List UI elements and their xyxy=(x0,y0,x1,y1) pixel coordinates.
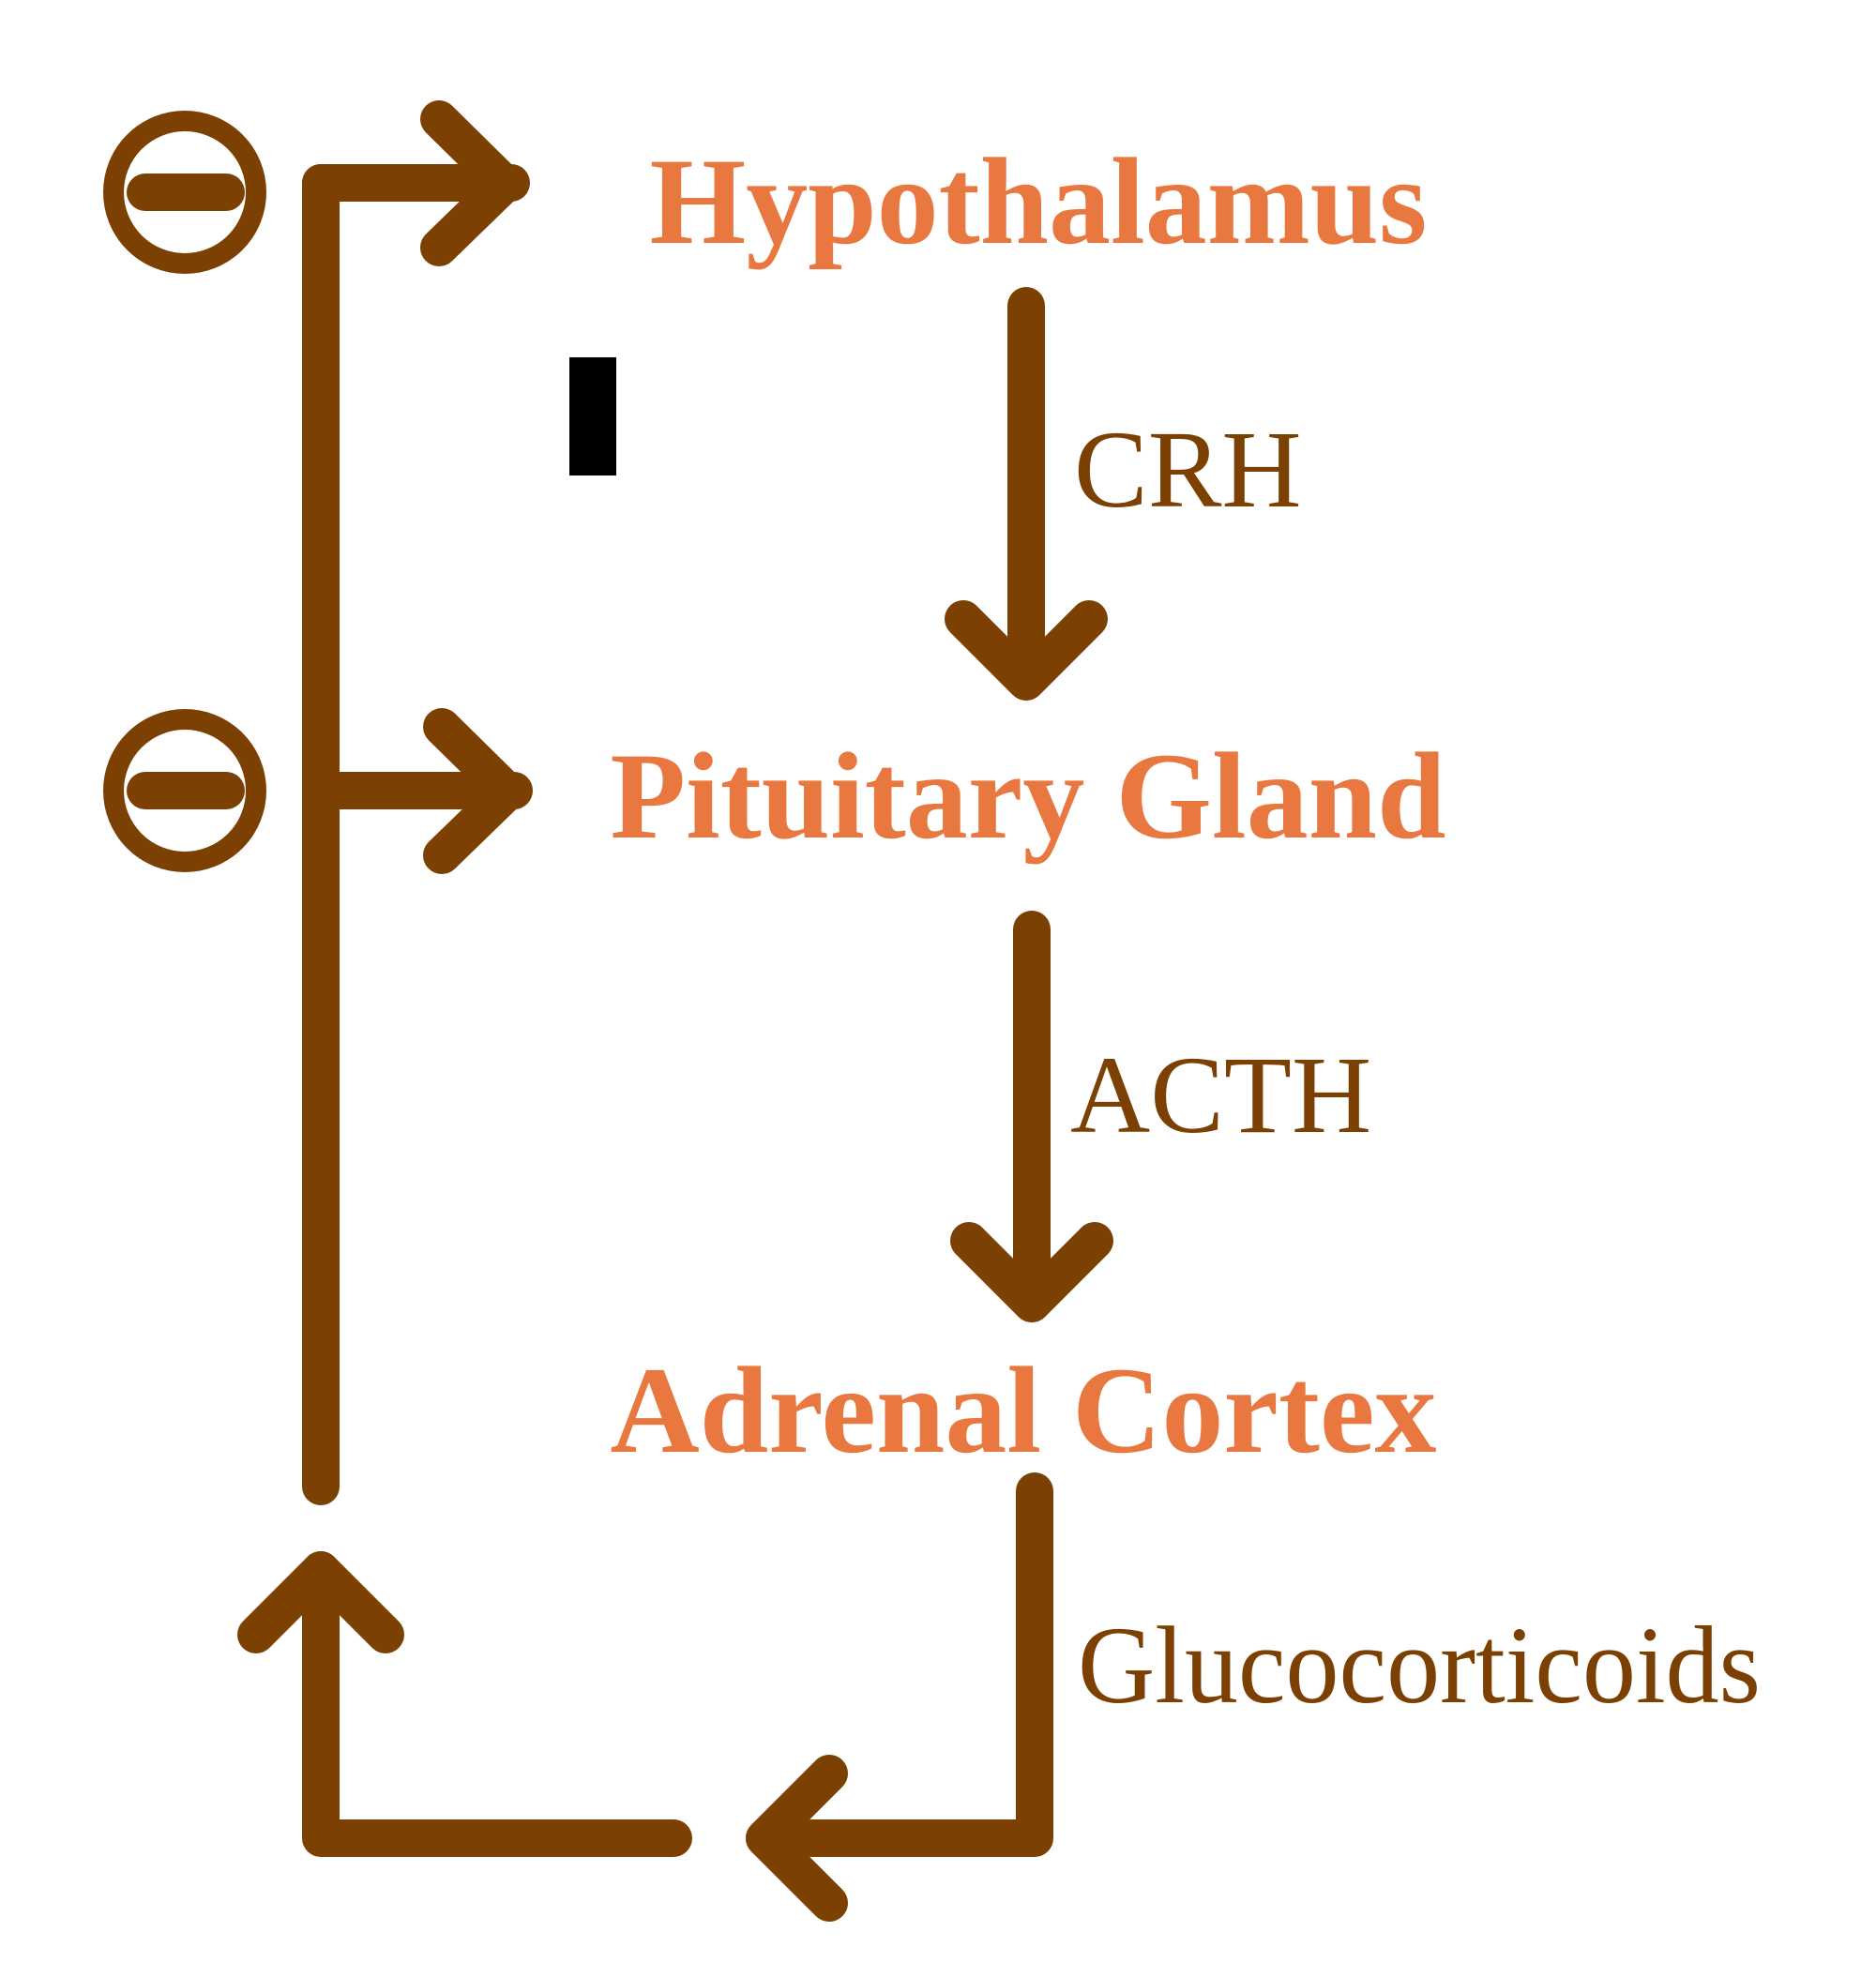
inhibition-icon xyxy=(103,111,266,274)
acth-label: ACTH xyxy=(1070,1034,1371,1156)
glucocorticoids-label: Glucocorticoids xyxy=(1078,1604,1761,1727)
glucocorticoid-arrow xyxy=(746,1472,1053,1922)
crh-label: CRH xyxy=(1074,408,1302,531)
acth-arrow xyxy=(950,911,1113,1322)
feedback-loop-arrow xyxy=(237,1551,692,1857)
hypothalamus-label: Hypothalamus xyxy=(650,132,1428,270)
feedback-to-pituitary-arrow xyxy=(302,708,533,874)
black-marker xyxy=(569,357,616,475)
adrenal-cortex-label: Adrenal Cortex xyxy=(610,1341,1436,1479)
pituitary-gland-label: Pituitary Gland xyxy=(610,727,1445,865)
feedback-to-hypothalamus-arrow xyxy=(302,100,530,266)
crh-arrow xyxy=(945,287,1108,701)
inhibition-icon xyxy=(103,709,266,872)
